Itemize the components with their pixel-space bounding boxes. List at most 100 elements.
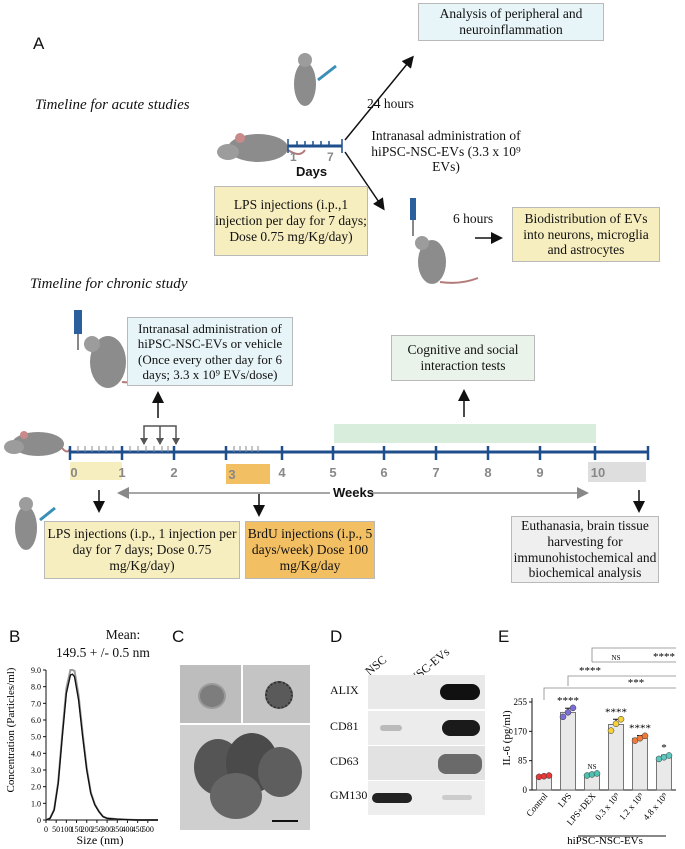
panel-c-letter: C: [172, 627, 185, 646]
il6-y-tick-label: 255: [514, 697, 528, 707]
il6-data-point: [612, 720, 620, 727]
week-tick-4: 4: [278, 465, 286, 480]
il6-y-tick-label: 0: [523, 785, 528, 795]
days-label: Days: [296, 164, 328, 179]
mouse-chronic-injection-icon: [15, 497, 56, 550]
day-end-label: 7: [327, 150, 334, 164]
il6-y-tick-label: 85: [518, 756, 528, 766]
chronic-title: Timeline for chronic study: [30, 276, 188, 292]
mouse-icon: [217, 133, 306, 162]
nta-y-tick-label: 5.0: [31, 733, 41, 742]
il6-significance-label: NS: [588, 763, 597, 771]
il6-data-point: [559, 713, 567, 721]
nta-x-tick-label: 300: [101, 825, 113, 834]
nta-x-tick-label: 500: [142, 825, 154, 834]
lps-week-highlight: [70, 462, 122, 480]
nta-error-band: [45, 669, 158, 821]
il6-significance-label: ****: [629, 722, 651, 734]
pipette-icon: [410, 198, 416, 236]
brdu-week-highlight: [226, 464, 270, 484]
il6-category-label: LPS: [556, 791, 574, 809]
nta-series-line: [45, 673, 158, 821]
mouse-injection-icon: [294, 53, 337, 106]
il6-y-axis-label: IL-6 (pg/ml): [501, 710, 513, 766]
nta-x-tick-label: 150: [71, 825, 83, 834]
il6-bracket: [567, 675, 676, 686]
il6-category-label: 1.2 x 10⁹: [617, 791, 645, 822]
week-tick-9: 9: [536, 465, 544, 480]
il6-data-point: [564, 709, 572, 716]
il6-significance-label: *: [661, 742, 667, 754]
biodistribution-box: Biodistribution of EVs into neurons, mic…: [512, 207, 660, 262]
cognitive-period-bar: [334, 424, 596, 443]
panel-a-letter: A: [33, 34, 45, 53]
cognitive-box: Cognitive and social interaction tests: [391, 335, 535, 381]
day-start-label: 1: [290, 150, 297, 164]
il6-comparison-label: ***: [628, 677, 645, 689]
blot-row-cd63: [368, 746, 485, 780]
nta-y-tick-label: 6.0: [31, 716, 41, 725]
il6-y-tick-label: 170: [514, 726, 528, 736]
il6-data-point: [607, 727, 615, 734]
nta-y-tick-label: 4.0: [31, 749, 41, 758]
il6-group-label: hiPSC-NSC-EVs: [567, 835, 643, 847]
week-tick-3: 3: [228, 467, 236, 482]
blot-row-label-cd63: CD63: [330, 754, 359, 768]
analysis-box: Analysis of peripheral and neuroinflamma…: [418, 3, 604, 41]
il6-brackets: NS***********: [543, 647, 676, 700]
blot-row-label-alix: ALIX: [330, 683, 359, 697]
week-tick-1: 1: [118, 465, 126, 480]
chronic-intranasal-box: Intranasal administration of hiPSC-NSC-E…: [127, 317, 293, 386]
il6-data-point: [569, 704, 577, 712]
il6-category-label: 0.3 x 10⁹: [593, 791, 621, 822]
il6-significance-label: ****: [557, 695, 579, 707]
chronic-lps-box: LPS injections (i.p., 1 injection per da…: [44, 521, 240, 579]
nta-y-tick-label: 7.0: [31, 699, 41, 708]
tem-inset-left: [180, 665, 243, 725]
blot-row-label-cd81: CD81: [330, 719, 359, 733]
panel-e-letter: E: [498, 627, 510, 646]
panel-d-letter: D: [330, 627, 343, 646]
blot-row-cd81: [368, 711, 485, 745]
tem-image: [180, 665, 310, 830]
il6-comparison-label: NS: [612, 654, 621, 662]
mouse-intranasal-icon: [415, 236, 479, 284]
blot-row-gm130: [368, 781, 485, 815]
hours6-label: 6 hours: [453, 211, 494, 226]
arrow-to-analysis: [344, 55, 414, 141]
week-tick-8: 8: [484, 465, 492, 480]
nta-x-tick-label: 100: [60, 825, 72, 834]
acute-title: Timeline for acute studies: [35, 97, 190, 113]
il6-bars: ****NS*********: [535, 695, 673, 791]
week-tick-10: 10: [590, 465, 606, 480]
il6-data-point: [593, 770, 601, 777]
nta-y-tick-label: 8.0: [31, 683, 41, 692]
blot-row-label-gm130: GM130: [330, 788, 368, 802]
nta-x-tick-label: 350: [111, 825, 123, 834]
il6-bar: [608, 724, 624, 791]
nta-y-tick-label: 9.0: [31, 666, 41, 675]
week-tick-7: 7: [432, 465, 440, 480]
nta-x-tick-label: 450: [132, 825, 144, 834]
nta-y-axis-label: Concentration (Particles/ml): [5, 667, 17, 792]
weeks-label: Weeks: [333, 485, 374, 500]
nta-line: [45, 669, 158, 821]
nta-y-tick-label: 3.0: [31, 766, 41, 775]
arrow-to-intranasal: [344, 151, 385, 211]
pipette-chronic-icon: [74, 310, 82, 350]
il6-significance-label: ****: [605, 706, 627, 718]
euthanasia-box: Euthanasia, brain tissue harvesting for …: [511, 516, 659, 583]
nta-y-tick-label: 0: [37, 816, 41, 825]
il6-comparison-label: ****: [579, 665, 601, 677]
nta-mean-label: Mean:: [105, 627, 141, 642]
nta-mean-value: 149.5 + /- 0.5 nm: [56, 645, 150, 660]
acute-lps-box: LPS injections (i.p.,1 injection per day…: [214, 186, 368, 256]
il6-data-point: [641, 732, 649, 740]
il6-category-label: Control: [524, 790, 550, 818]
nta-y-tick-label: 1.0: [31, 799, 41, 808]
hours24-label: 24 hours: [367, 96, 414, 111]
